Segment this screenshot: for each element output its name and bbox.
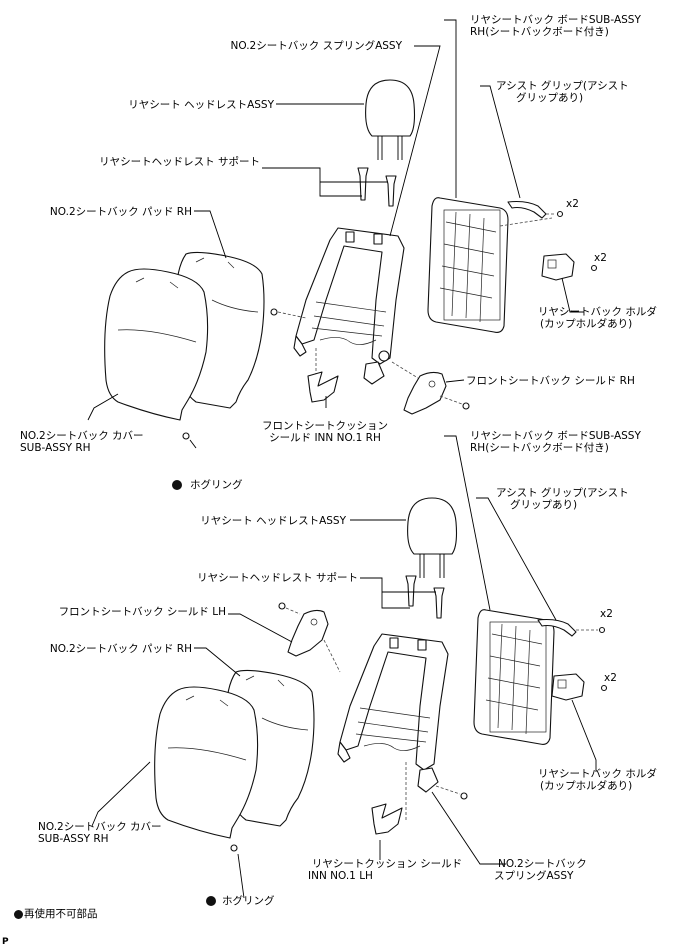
bottom-seatback-board [473,609,555,745]
label-headrest: リヤシート ヘッドレストASSY [128,99,274,111]
label-holder-line1: リヤシートバック ホルダ [538,306,657,318]
label-grip-line1: アシスト グリップ(アシスト [496,80,629,92]
label-holder-line2: (カップホルダあり) [540,318,633,330]
label-headrest-b: リヤシート ヘッドレストASSY [200,515,346,527]
label-shield-lh: フロントシートバック シールド LH [58,606,226,618]
top-seatback-cover [104,268,209,421]
label-cover-line1: NO.2シートバック カバー [20,430,144,442]
non-reusable-mark-bottom [206,896,216,906]
label-grip-line2: グリップあり) [516,92,584,104]
label-cushion-shield-b-line1: リヤシートクッション シールド [311,858,463,870]
legend-non-reusable-mark [14,910,23,919]
label-seatback-pad-b: NO.2シートバック パッド RH [49,643,192,655]
label-shield-rh: フロントシートバック シールド RH [466,375,635,387]
label-holder-b-line1: リヤシートバック ホルダ [538,768,657,780]
label-hog-ring-bottom: ホグリング [222,895,275,907]
non-reusable-mark-top [172,480,182,490]
figure-corner-mark: P [2,937,9,947]
bottom-headrest [407,497,458,578]
label-x2-grip: x2 [566,198,579,210]
label-x2-holder: x2 [594,252,607,264]
label-board-b-line1: リヤシートバック ボードSUB-ASSY [470,430,641,442]
label-hog-ring-top: ホグリング [190,479,243,491]
label-board-b-line2: RH(シートバックボード付き) [470,442,609,454]
label-board-line2: RH(シートバックボード付き) [470,26,609,38]
bottom-spring-frame [337,633,449,793]
label-spring-assy: NO.2シートバック スプリングASSY [230,40,402,52]
top-seatback-board [427,197,509,333]
label-cushion-shield-b-line2: INN NO.1 LH [308,870,373,882]
top-cushion-shield [307,371,339,403]
label-grip-b-line2: グリップあり) [510,499,578,511]
label-cushion-shield-line2: シールド INN NO.1 RH [269,432,381,444]
top-headrest [365,79,416,160]
label-grip-b-line1: アシスト グリップ(アシスト [496,487,629,499]
legend-non-reusable-text: 再使用不可部品 [24,908,98,920]
top-spring-frame [293,227,405,385]
bottom-shield-lh [287,609,329,657]
top-shield-rh [403,371,447,415]
label-headrest-support-b: リヤシートヘッドレスト サポート [197,572,358,584]
label-cover-line2: SUB-ASSY RH [20,442,91,454]
top-cup-holder [541,253,598,281]
bottom-cushion-shield [371,803,403,835]
top-assist-grip [507,200,547,219]
label-headrest-support: リヤシートヘッドレスト サポート [99,156,260,168]
bottom-cup-holder [551,673,608,701]
label-x2-grip-b: x2 [600,608,613,620]
bottom-assist-grip [537,618,577,637]
top-headrest-supports [357,167,397,207]
label-x2-holder-b: x2 [604,672,617,684]
bottom-seatback-cover [154,686,259,839]
label-cover-b-line2: SUB-ASSY RH [38,833,109,845]
label-seatback-pad: NO.2シートバック パッド RH [49,206,192,218]
label-cushion-shield-line1: フロントシートクッション [262,420,388,432]
label-spring-b-line1: NO.2シートバック [498,858,587,870]
bottom-headrest-supports [405,575,445,619]
label-cover-b-line1: NO.2シートバック カバー [38,821,162,833]
label-board-line1: リヤシートバック ボードSUB-ASSY [470,14,641,26]
label-holder-b-line2: (カップホルダあり) [540,780,633,792]
label-spring-b-line2: スプリングASSY [494,870,574,882]
